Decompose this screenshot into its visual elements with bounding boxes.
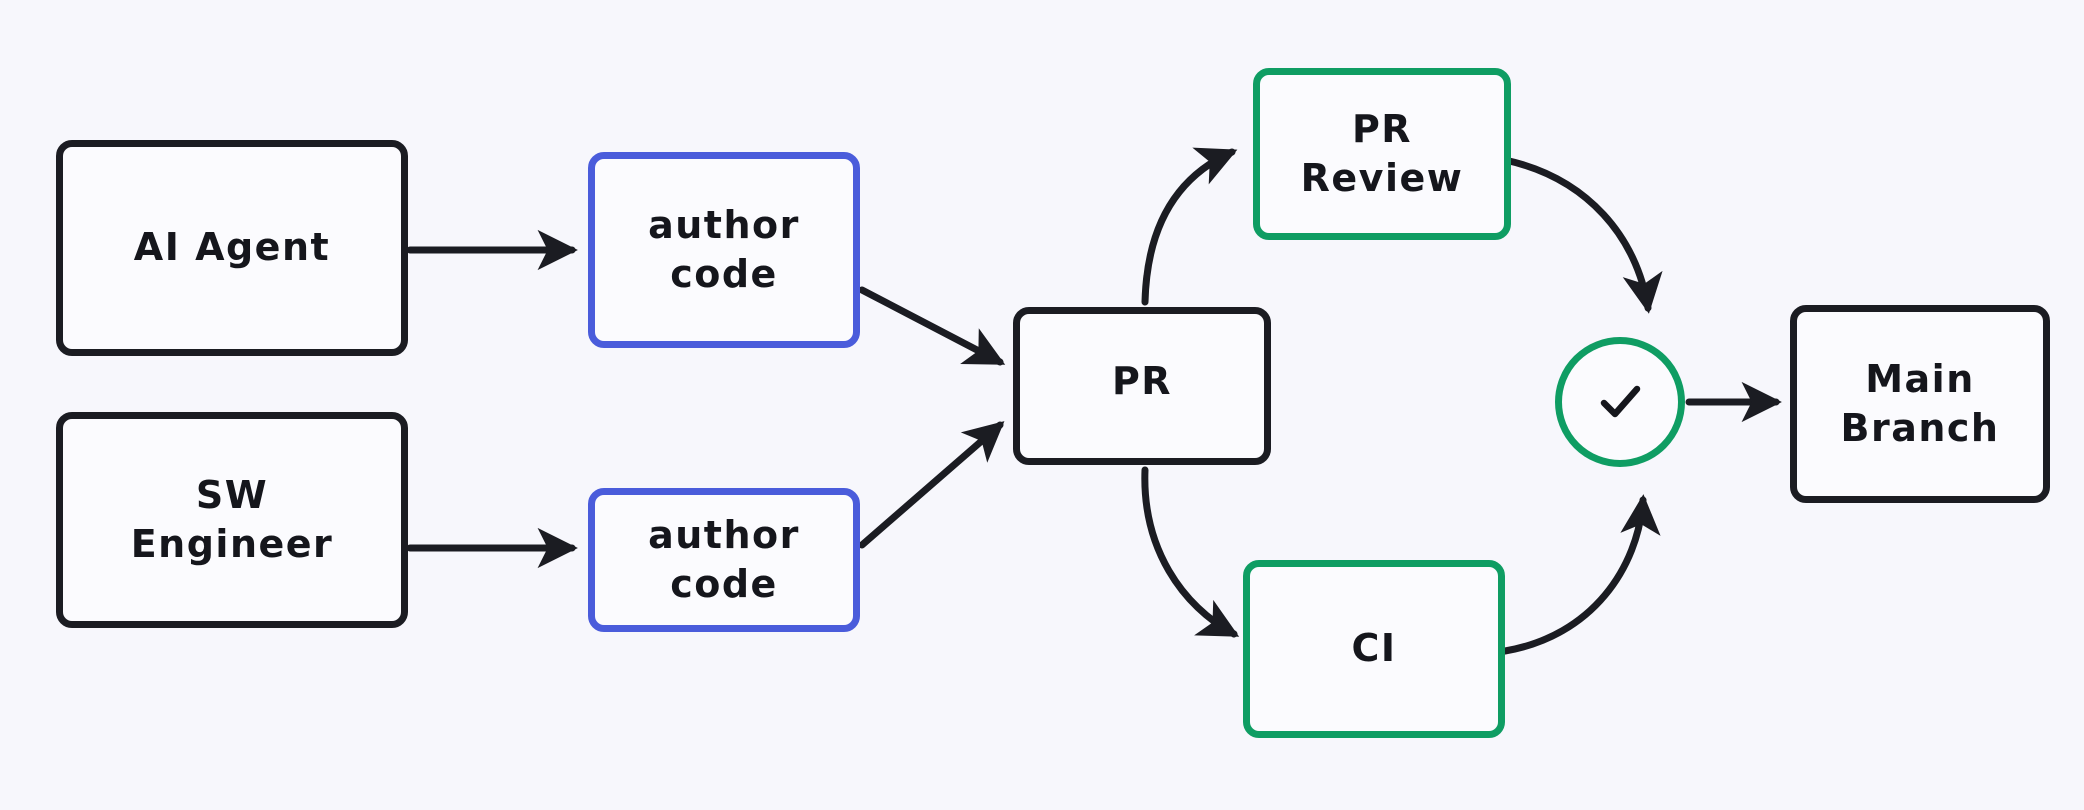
node-main-branch[interactable]: Main Branch [1790, 305, 2050, 503]
edge-pr-to-pr-review [1141, 147, 1238, 306]
node-pr-review-label: PR Review [1300, 106, 1464, 200]
edge-pr-to-ci [1141, 466, 1240, 638]
check-icon [1588, 370, 1652, 434]
node-pr-review[interactable]: PR Review [1253, 68, 1511, 240]
node-main-branch-label: Main Branch [1840, 356, 2000, 450]
node-ai-agent[interactable]: AI Agent [56, 140, 408, 356]
merge-check-badge[interactable] [1555, 337, 1685, 467]
node-author-code-bottom-label: author code [648, 512, 800, 606]
node-author-code-bottom[interactable]: author code [588, 488, 860, 632]
diagram-title: AI Agent and SW Engineer code authoring … [0, 21, 1, 22]
node-sw-engineer-label: SW Engineer [130, 472, 334, 566]
node-pr-label: PR [1111, 359, 1173, 404]
node-ai-agent-label: AI Agent [133, 225, 331, 270]
edge-pr-review-to-check [1501, 156, 1663, 314]
node-author-code-top-label: author code [648, 202, 800, 296]
node-author-code-top[interactable]: author code [588, 152, 860, 348]
edge-author-code-bottom-to-pr [858, 421, 1005, 549]
node-pr[interactable]: PR [1013, 307, 1271, 465]
node-ci-label: CI [1351, 626, 1397, 671]
node-sw-engineer[interactable]: SW Engineer [56, 412, 408, 628]
edge-ci-to-check [1501, 494, 1661, 655]
node-ci[interactable]: CI [1243, 560, 1505, 738]
edge-author-code-top-to-pr [858, 286, 1006, 366]
